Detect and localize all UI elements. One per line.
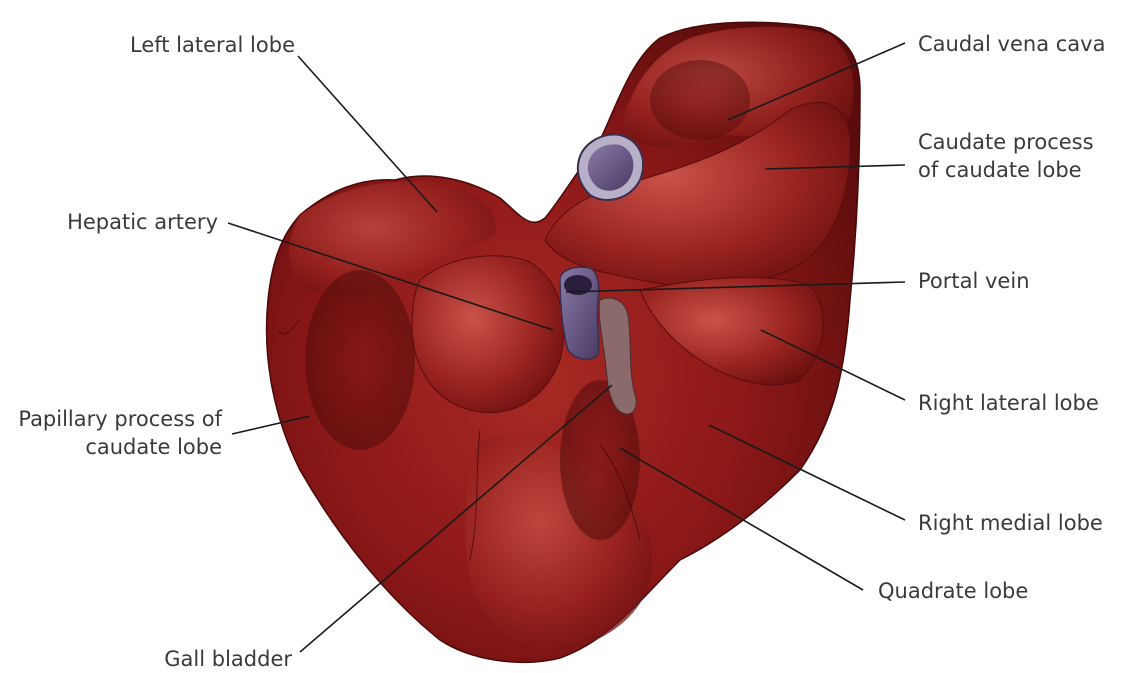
label-quadrate-lobe: Quadrate lobe	[878, 577, 1028, 605]
label-gall-bladder: Gall bladder	[100, 645, 292, 673]
label-caudate-process: Caudate process of caudate lobe	[918, 128, 1094, 184]
label-hepatic-artery: Hepatic artery	[40, 208, 218, 236]
label-caudate-process-line2: of caudate lobe	[918, 156, 1094, 184]
label-caudal-vena-cava: Caudal vena cava	[918, 30, 1105, 58]
label-papillary-process: Papillary process of caudate lobe	[0, 405, 222, 461]
label-right-medial-lobe: Right medial lobe	[918, 509, 1103, 537]
label-right-lateral-lobe: Right lateral lobe	[918, 389, 1099, 417]
label-papillary-process-line2: caudate lobe	[0, 433, 222, 461]
label-left-lateral-lobe: Left lateral lobe	[80, 31, 295, 59]
label-caudate-process-line1: Caudate process	[918, 128, 1094, 156]
label-papillary-process-line1: Papillary process of	[0, 405, 222, 433]
papillary-process-shape	[412, 256, 564, 413]
label-portal-vein: Portal vein	[918, 267, 1030, 295]
